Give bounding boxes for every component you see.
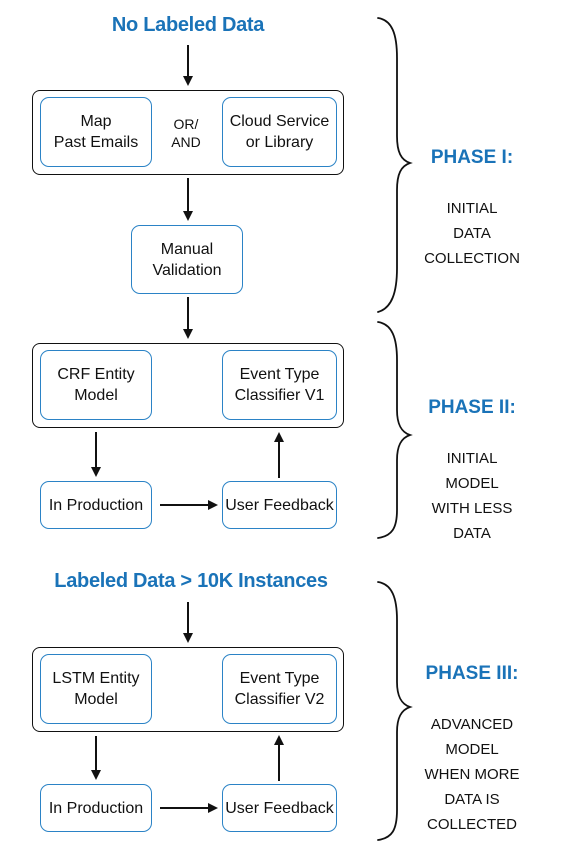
lstm-entity-model-box: LSTM Entity Model (40, 654, 152, 724)
user-feedback-box-phase3: User Feedback (222, 784, 337, 832)
phase2-brace (377, 321, 413, 539)
phase3-group (32, 647, 344, 732)
phase2-group (32, 343, 344, 428)
phase1-label-text: INITIAL DATA COLLECTION (424, 200, 520, 267)
phase3-label-text: ADVANCED MODEL WHEN MORE DATA IS COLLECT… (424, 716, 520, 833)
phase2-label-text: INITIAL MODEL WITH LESS DATA (431, 450, 513, 542)
phase2-label-title: PHASE II: (428, 397, 516, 418)
phase3-title: Labeled Data > 10K Instances (54, 570, 328, 592)
crf-entity-model-box: CRF Entity Model (40, 350, 152, 420)
in-production-box-phase3: In Production (40, 784, 152, 832)
in-production-box-phase2: In Production (40, 481, 152, 529)
phase1-label-title: PHASE I: (430, 147, 514, 168)
manual-validation-box: Manual Validation (131, 225, 243, 294)
phase1-group (32, 90, 344, 175)
phase2-label: PHASE II: INITIAL MODEL WITH LESS DATA (412, 370, 532, 546)
user-feedback-box-phase2: User Feedback (222, 481, 337, 529)
cloud-service-box: Cloud Service or Library (222, 97, 337, 167)
phase1-brace (377, 17, 413, 313)
phase1-title: No Labeled Data (111, 14, 265, 36)
phase3-brace (377, 581, 413, 841)
event-type-classifier-v2-box: Event Type Classifier V2 (222, 654, 337, 724)
phase3-label-title: PHASE III: (425, 663, 519, 684)
or-and-label: OR/ AND (171, 116, 201, 150)
event-type-classifier-v1-box: Event Type Classifier V1 (222, 350, 337, 420)
phase3-label: PHASE III: ADVANCED MODEL WHEN MORE DATA… (405, 636, 539, 837)
map-past-emails-box: Map Past Emails (40, 97, 152, 167)
phase1-label: PHASE I: INITIAL DATA COLLECTION (412, 120, 532, 271)
